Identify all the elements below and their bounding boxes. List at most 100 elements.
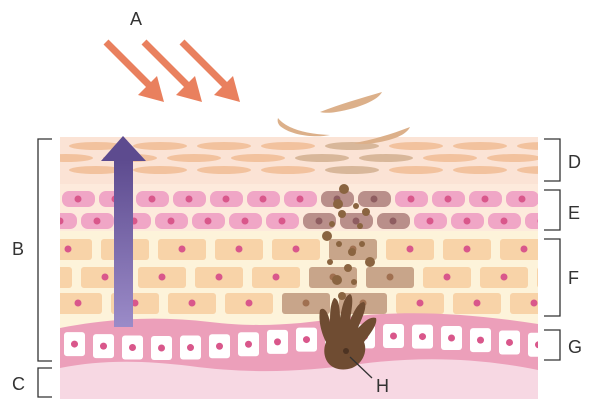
basal-nucleus: [216, 342, 223, 350]
spinous-nucleus: [74, 299, 82, 307]
bracket-f: [544, 238, 561, 317]
melanin-granule: [329, 221, 335, 227]
granular-nucleus: [518, 195, 526, 203]
uv-arrow-head: [176, 76, 202, 102]
basal-cell: [528, 332, 538, 357]
uv-arrow-shaft: [179, 39, 231, 91]
horny-cell: [133, 142, 187, 150]
spinous-cell: [60, 267, 72, 288]
basal-nucleus: [419, 333, 426, 341]
bracket-g: [544, 329, 561, 361]
melanin-granule: [338, 210, 346, 218]
horny-cell: [359, 154, 413, 162]
spinous-nucleus: [530, 299, 538, 307]
basal-nucleus: [71, 340, 78, 348]
granular-nucleus: [481, 195, 489, 203]
melanin-granule: [365, 257, 375, 267]
horny-cell: [261, 142, 315, 150]
basal-nucleus: [158, 344, 165, 352]
bracket-c: [37, 367, 52, 398]
granular-nucleus: [74, 195, 82, 203]
horny-cell: [261, 166, 315, 174]
melanin-granule: [322, 231, 332, 241]
spinous-nucleus: [473, 299, 481, 307]
horny-cell: [133, 166, 187, 174]
horny-cell: [453, 142, 507, 150]
granular-nucleus: [296, 195, 304, 203]
horny-cell: [60, 154, 93, 162]
horny-cell: [167, 154, 221, 162]
label-c: C: [12, 374, 25, 394]
spinous-nucleus: [463, 245, 471, 253]
spinous-nucleus: [292, 245, 300, 253]
granular-nucleus: [148, 195, 156, 203]
horny-cell: [295, 154, 349, 162]
spinous-cell: [500, 239, 538, 260]
melanin-granule: [359, 241, 365, 247]
bracket-b: [37, 138, 52, 362]
melanin-granule: [332, 275, 342, 285]
melanin-granules: [322, 184, 375, 300]
horny-cell: [389, 142, 443, 150]
spinous-nucleus: [558, 274, 565, 281]
spinous-nucleus: [188, 299, 196, 307]
melanin-granule: [351, 279, 357, 285]
basal-nucleus: [303, 336, 310, 344]
basal-nucleus: [274, 338, 281, 346]
spinous-nucleus: [302, 299, 310, 307]
granular-nucleus: [60, 217, 64, 225]
uv-arrow-head: [138, 76, 164, 102]
uv-rays: [103, 39, 240, 102]
melanocyte: [319, 294, 377, 370]
horny-cell: [197, 142, 251, 150]
spinous-nucleus: [64, 245, 72, 253]
spinous-nucleus: [215, 273, 223, 281]
melanin-granule: [344, 264, 352, 272]
horny-cell: [231, 154, 285, 162]
horny-cell: [69, 142, 123, 150]
horny-cell: [517, 166, 538, 174]
melanin-granule: [338, 292, 346, 300]
leader-line-h: [349, 356, 373, 379]
diagonal-arrow-icon: [141, 39, 202, 102]
granular-nucleus: [407, 195, 415, 203]
granular-cell: [60, 213, 77, 229]
spinous-nucleus: [101, 273, 109, 281]
basal-nucleus: [129, 343, 136, 351]
spinous-nucleus: [416, 299, 424, 307]
label-h: H: [376, 376, 389, 396]
horny-cells: [60, 142, 538, 174]
skin-flake: [277, 118, 330, 137]
melanin-granule: [327, 259, 333, 265]
spinous-nucleus: [235, 245, 243, 253]
granular-cell: [525, 213, 538, 229]
granular-nucleus: [463, 217, 471, 225]
granular-nucleus: [185, 195, 193, 203]
spinous-nucleus: [272, 273, 280, 281]
skin-flake: [354, 127, 410, 144]
diagonal-arrow-icon: [179, 39, 240, 102]
skin-flake: [320, 92, 382, 113]
spinous-nucleus: [500, 273, 508, 281]
melanin-granule: [348, 248, 356, 256]
spinous-nucleus: [45, 274, 52, 281]
horny-cell: [423, 154, 477, 162]
basal-nucleus: [535, 341, 538, 349]
spinous-cell: [537, 267, 538, 288]
bracket-e: [544, 189, 561, 231]
horny-cell: [517, 142, 538, 150]
spinous-cell: [60, 239, 92, 260]
label-e: E: [568, 203, 580, 223]
basal-cells: [64, 324, 538, 360]
melanin-granule: [357, 223, 363, 229]
up-arrow-icon: [101, 136, 146, 327]
basal-nucleus: [506, 338, 513, 346]
granular-nucleus: [241, 217, 249, 225]
spinous-nucleus: [178, 245, 186, 253]
granular-nucleus: [537, 219, 538, 223]
melanin-granule: [339, 184, 349, 194]
bracket-d: [544, 138, 561, 182]
spinous-nucleus: [578, 246, 585, 253]
horny-cell: [325, 142, 379, 150]
